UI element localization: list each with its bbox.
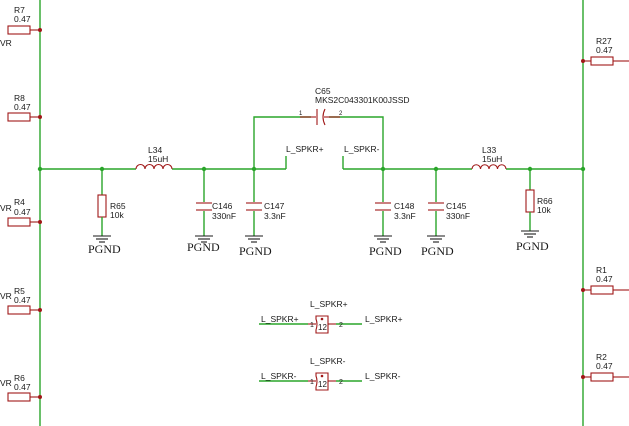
ground-symbol-4: PGND (369, 235, 402, 258)
connector-minus-pin1: 1 (310, 379, 314, 386)
resistor-r27: R27 0.47 (581, 36, 629, 66)
net-label-plus: L_SPKR+ (286, 144, 324, 154)
connector-plus-title: L_SPKR+ (310, 299, 348, 309)
r4-ref: R4 (14, 197, 25, 207)
l34-value: 15uH (148, 154, 168, 164)
r2-ref: R2 (596, 352, 607, 362)
inductor-l33: L33 15uH (471, 145, 507, 170)
l34-ref: L34 (148, 145, 162, 155)
left-fragment-2: VR (0, 203, 12, 213)
resistor-r8: R8 0.47 (7, 93, 42, 122)
resistor-r4: R4 0.47 VR (0, 197, 42, 227)
r1-value: 0.47 (596, 274, 613, 284)
ground-symbol-2: PGND (187, 235, 220, 254)
r5-ref: R5 (14, 286, 25, 296)
left-fragment-1: VR (0, 38, 12, 48)
capacitor-c148: C148 3.3nF (375, 166, 416, 236)
ground-symbol-1: PGND (88, 235, 121, 256)
resistor-r1: R1 0.47 (581, 265, 629, 295)
capacitor-c65: C65 MKS2C043301K00JSSD 1 2 (299, 86, 410, 126)
r27-ref: R27 (596, 36, 612, 46)
c145-value: 330nF (446, 211, 470, 221)
c146-ref: C146 (212, 201, 233, 211)
resistor-r6: R6 0.47 VR (0, 373, 42, 402)
r8-value: 0.47 (14, 102, 31, 112)
connector-plus-body: 12 (318, 323, 327, 332)
r8-ref: R8 (14, 93, 25, 103)
ground-symbol-5: PGND (421, 235, 454, 258)
c65-pin2: 2 (339, 111, 343, 117)
r66-ref: R66 (537, 196, 553, 206)
c147-value: 3.3nF (264, 211, 286, 221)
pgnd-label-5: PGND (421, 244, 454, 258)
c65-pin1: 1 (299, 111, 303, 117)
c148-ref: C148 (394, 201, 415, 211)
r65-value: 10k (110, 210, 124, 220)
c148-value: 3.3nF (394, 211, 416, 221)
c146-value: 330nF (212, 211, 236, 221)
connector-plus-pin1: 1 (310, 322, 314, 329)
pgnd-label-6: PGND (516, 239, 549, 253)
left-fragment-4: VR (0, 378, 12, 388)
ground-symbol-3: PGND (239, 235, 272, 258)
connector-minus-right-net: L_SPKR- (365, 371, 401, 381)
c145-ref: C145 (446, 201, 467, 211)
capacitor-c147: C147 3.3nF (246, 166, 286, 236)
pgnd-label-1: PGND (88, 242, 121, 256)
connector-plus-left-net: L_SPKR+ (261, 314, 299, 324)
l33-ref: L33 (482, 145, 496, 155)
r27-value: 0.47 (596, 45, 613, 55)
pgnd-label-4: PGND (369, 244, 402, 258)
r4-value: 0.47 (14, 207, 31, 217)
pgnd-label-2: PGND (187, 240, 220, 254)
r6-ref: R6 (14, 373, 25, 383)
resistor-r2: R2 0.47 (581, 352, 629, 382)
ground-symbol-6: PGND (516, 230, 549, 253)
connector-spkr-plus: L_SPKR+ L_SPKR+ L_SPKR+ 12 1 2 (259, 299, 403, 334)
connector-minus-body: 12 (318, 380, 327, 389)
r6-value: 0.47 (14, 382, 31, 392)
pgnd-label-3: PGND (239, 244, 272, 258)
r5-value: 0.47 (14, 295, 31, 305)
l33-value: 15uH (482, 154, 502, 164)
c65-right-wire (329, 116, 384, 169)
connector-minus-left-net: L_SPKR- (261, 371, 297, 381)
resistor-r65: R65 10k (97, 166, 126, 236)
c65-left-wire (253, 116, 311, 169)
connector-plus-right-net: L_SPKR+ (365, 314, 403, 324)
r2-value: 0.47 (596, 361, 613, 371)
resistor-r66: R66 10k (525, 166, 553, 231)
capacitor-c145: C145 330nF (428, 166, 470, 236)
net-label-minus: L_SPKR- (344, 144, 380, 154)
connector-spkr-minus: L_SPKR- L_SPKR- L_SPKR- 12 1 2 (259, 356, 401, 391)
r1-ref: R1 (596, 265, 607, 275)
r66-value: 10k (537, 205, 551, 215)
connector-minus-title: L_SPKR- (310, 356, 346, 366)
resistor-r7: R7 0.47 VR (0, 5, 42, 48)
c65-part: MKS2C043301K00JSSD (315, 95, 410, 105)
connector-minus-pin2: 2 (339, 379, 343, 386)
r7-value: 0.47 (14, 14, 31, 24)
c65-ref: C65 (315, 86, 331, 96)
r65-ref: R65 (110, 201, 126, 211)
connector-plus-pin2: 2 (339, 322, 343, 329)
resistor-r5: R5 0.47 VR (0, 286, 42, 315)
inductor-l34: L34 15uH (135, 145, 173, 170)
c147-ref: C147 (264, 201, 285, 211)
left-fragment-3: VR (0, 291, 12, 301)
r7-ref: R7 (14, 5, 25, 15)
capacitor-c146: C146 330nF (196, 166, 236, 236)
